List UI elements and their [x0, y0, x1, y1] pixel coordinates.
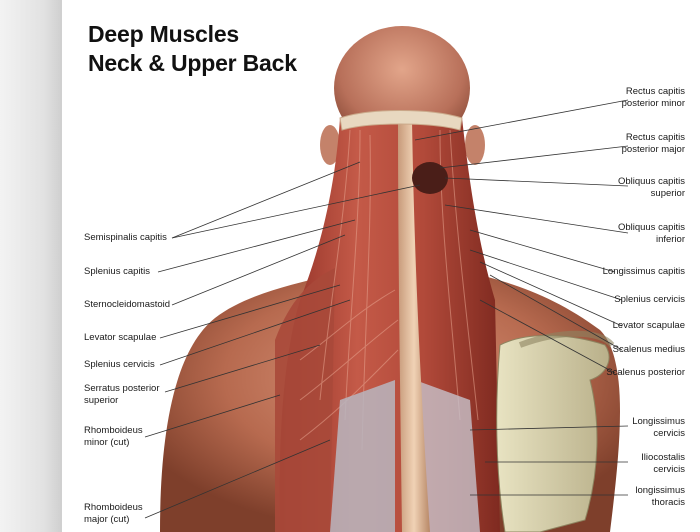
label-scalenus-posterior: Scalenus posterior: [606, 367, 685, 378]
thoracolumbar-fascia: [330, 380, 395, 532]
leader-obliquus-inf: [444, 204, 629, 234]
label-scalenus-medius: Scalenus medius: [612, 344, 685, 355]
leader-splenius-cervicis-right: [469, 249, 623, 301]
left-ear: [320, 125, 340, 165]
leader-rcp-minor: [414, 99, 629, 141]
leader-serratus: [164, 344, 321, 393]
leader-longissimus-cervicis: [469, 425, 629, 431]
scapula-bone: [496, 335, 610, 532]
diagram-title: Deep Muscles Neck & Upper Back: [88, 20, 297, 78]
label-rectus-capitis-posterior-minor: Rectus capitis posterior minor: [621, 86, 685, 109]
label-semispinalis-capitis: Semispinalis capitis: [84, 232, 167, 243]
leader-splenius-capitis: [157, 219, 356, 273]
leader-rcp-major: [439, 145, 629, 169]
label-obliquus-capitis-inferior: Obliquus capitis inferior: [617, 222, 685, 245]
label-serratus-posterior-superior: Serratus posterior superior: [84, 383, 160, 406]
label-levator-scapulae-left: Levator scapulae: [84, 332, 157, 343]
leader-rhomboid-minor: [144, 394, 281, 438]
label-rhomboideus-major: Rhomboideus major (cut): [84, 502, 143, 525]
label-iliocostalis-cervicis: Iliocostalis cervicis: [641, 452, 685, 475]
suboccipital-triangle: [412, 162, 448, 194]
leader-scalenus-posterior: [479, 299, 616, 374]
leader-sternocleido: [171, 234, 346, 306]
leader-rhomboid-major: [144, 439, 331, 519]
occipital-band: [339, 110, 463, 131]
right-ear: [465, 125, 485, 165]
leader-semispinalis-b: [171, 184, 421, 239]
leader-longissimus-capitis: [469, 229, 616, 273]
canvas-wrap-edge: [0, 0, 62, 532]
label-splenius-cervicis-right: Splenius cervicis: [614, 294, 685, 305]
title-line-1: Deep Muscles: [88, 21, 239, 47]
label-longissimus-thoracis: longissimus thoracis: [635, 485, 685, 508]
fascia-right: [415, 380, 480, 532]
label-splenius-capitis: Splenius capitis: [84, 266, 151, 277]
label-rhomboideus-minor: Rhomboideus minor (cut): [84, 425, 143, 448]
label-rectus-capitis-posterior-major: Rectus capitis posterior major: [621, 132, 685, 155]
leader-semispinalis-a: [171, 161, 361, 239]
label-splenius-cervicis-left: Splenius cervicis: [84, 359, 155, 370]
left-trapezius-cut: [275, 268, 335, 532]
leader-obliquus-sup: [444, 177, 629, 187]
label-obliquus-capitis-superior: Obliquus capitis superior: [617, 176, 685, 199]
title-line-2: Neck & Upper Back: [88, 50, 297, 76]
leader-levator-right: [479, 261, 623, 327]
label-longissimus-capitis: Longissimus capitis: [602, 266, 685, 277]
leader-levator-left: [159, 284, 341, 339]
spinal-column: [398, 120, 430, 532]
label-longissimus-cervicis: Longissimus cervicis: [632, 416, 685, 439]
label-sternocleidomastoid: Sternocleidomastoid: [84, 299, 171, 310]
scapula-spine: [518, 330, 615, 348]
leader-scalenus-medius: [489, 274, 623, 351]
leader-splenius-cervicis-left: [159, 299, 351, 366]
label-levator-scapulae-right: Levator scapulae: [612, 320, 685, 331]
